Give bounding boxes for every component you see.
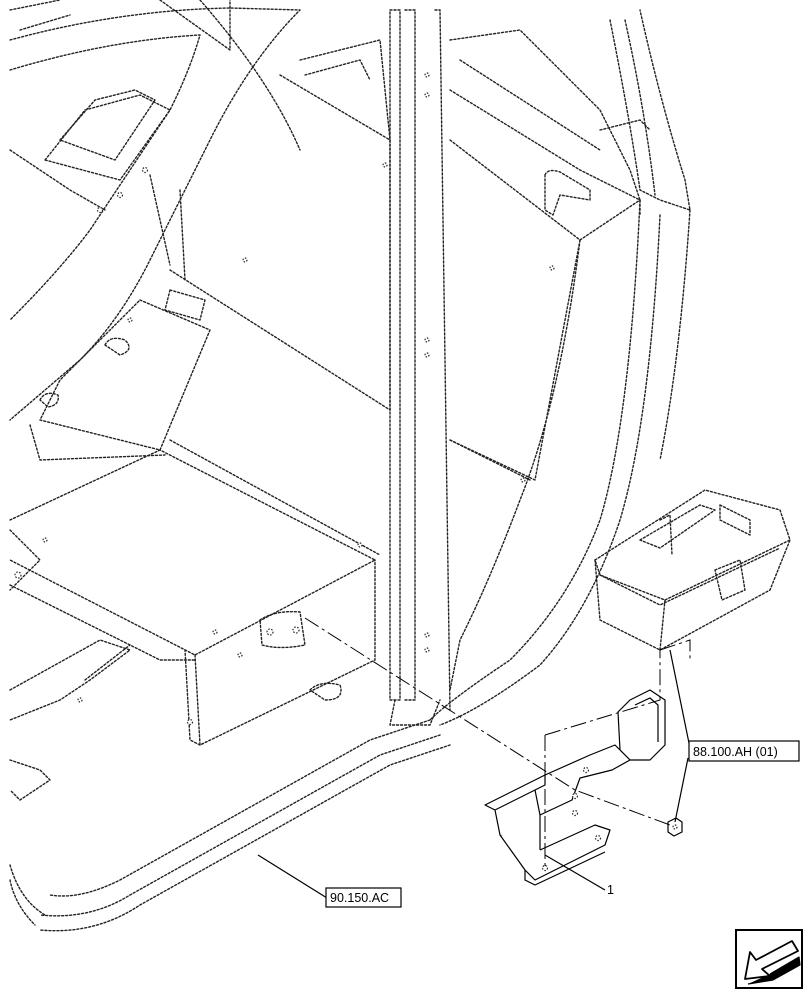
item-number-label: 1 <box>607 883 614 897</box>
callout-88-100-ah[interactable]: 88.100.AH (01) <box>688 740 800 762</box>
arrow-down-left-icon[interactable] <box>735 929 803 989</box>
callout-88-100-ah-box[interactable] <box>688 740 800 762</box>
storage-box <box>594 489 791 651</box>
callout-90-150-ac-box[interactable] <box>325 887 402 908</box>
callout-90-150-ac-label[interactable]: 90.150.AC <box>330 891 389 905</box>
callout-90-150-ac[interactable]: 90.150.AC <box>325 887 402 908</box>
leader-lines <box>257 649 691 899</box>
assembly-centerlines <box>304 617 691 870</box>
cab-structure <box>9 0 691 932</box>
bracket-part-1 <box>484 689 683 886</box>
callout-88-100-ah-label[interactable]: 88.100.AH (01) <box>693 745 778 759</box>
